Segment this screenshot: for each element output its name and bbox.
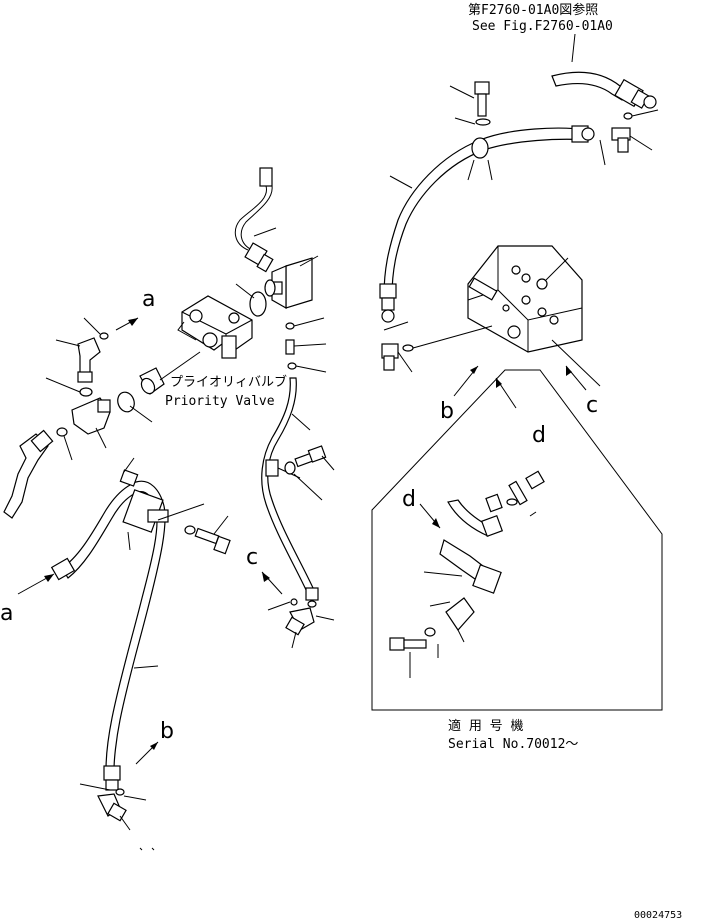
callout-c-bottom: c	[246, 545, 258, 570]
reference-en: See Fig.F2760-01A0	[472, 19, 613, 34]
callout-b-bottom: b	[160, 719, 174, 744]
o-ring-leader	[235, 283, 255, 299]
arrow-head-c-bottom	[262, 572, 270, 582]
solenoid-block	[264, 255, 327, 373]
hose-upper-right	[379, 125, 595, 323]
callout-a-bottom: a	[0, 601, 13, 626]
elbow-fitting-right	[599, 109, 659, 166]
serial-inset-box: d	[371, 369, 663, 711]
hose-center	[261, 377, 319, 601]
hose-stub-left	[3, 429, 54, 519]
valve-block	[467, 245, 601, 387]
arrow-head-a-bottom	[44, 574, 54, 582]
tee-fitting-left	[45, 377, 153, 461]
callout-d-top: d	[532, 423, 546, 448]
priority-valve-body	[177, 295, 253, 359]
callout-b-top: b	[440, 399, 454, 424]
reference-hose	[551, 71, 657, 109]
pressure-sensor	[234, 167, 277, 273]
elbow-fitting-center-bottom	[267, 598, 335, 649]
o-ring-large	[249, 291, 267, 317]
top-bolt	[449, 81, 491, 126]
adapter-fitting	[139, 351, 201, 395]
hose-lower-left	[50, 457, 205, 791]
priority-valve-en: Priority Valve	[165, 394, 275, 409]
priority-valve-jp: プライオリィバルブ	[170, 374, 287, 390]
bolt-left-mid	[184, 515, 231, 555]
drawing-number: 00024753	[634, 910, 682, 921]
callout-arrows-block: b d c	[440, 365, 598, 448]
elbow-fitting-block-left	[381, 321, 493, 373]
elbow-fitting-left: a	[55, 287, 155, 383]
callout-c-top: c	[586, 393, 598, 418]
arrow-head-b-bottom	[150, 742, 158, 750]
bolt-center	[284, 445, 335, 501]
reference-jp: 第F2760-01A0図参照	[468, 2, 598, 18]
serial-label-en: Serial No.70012～	[448, 737, 578, 752]
serial-label-jp: 適 用 号 機	[448, 718, 523, 734]
callout-d-inset: d	[402, 487, 416, 512]
elbow-fitting-bottom	[79, 783, 155, 851]
reference-leader	[571, 33, 576, 63]
callout-a-top: a	[142, 287, 155, 312]
